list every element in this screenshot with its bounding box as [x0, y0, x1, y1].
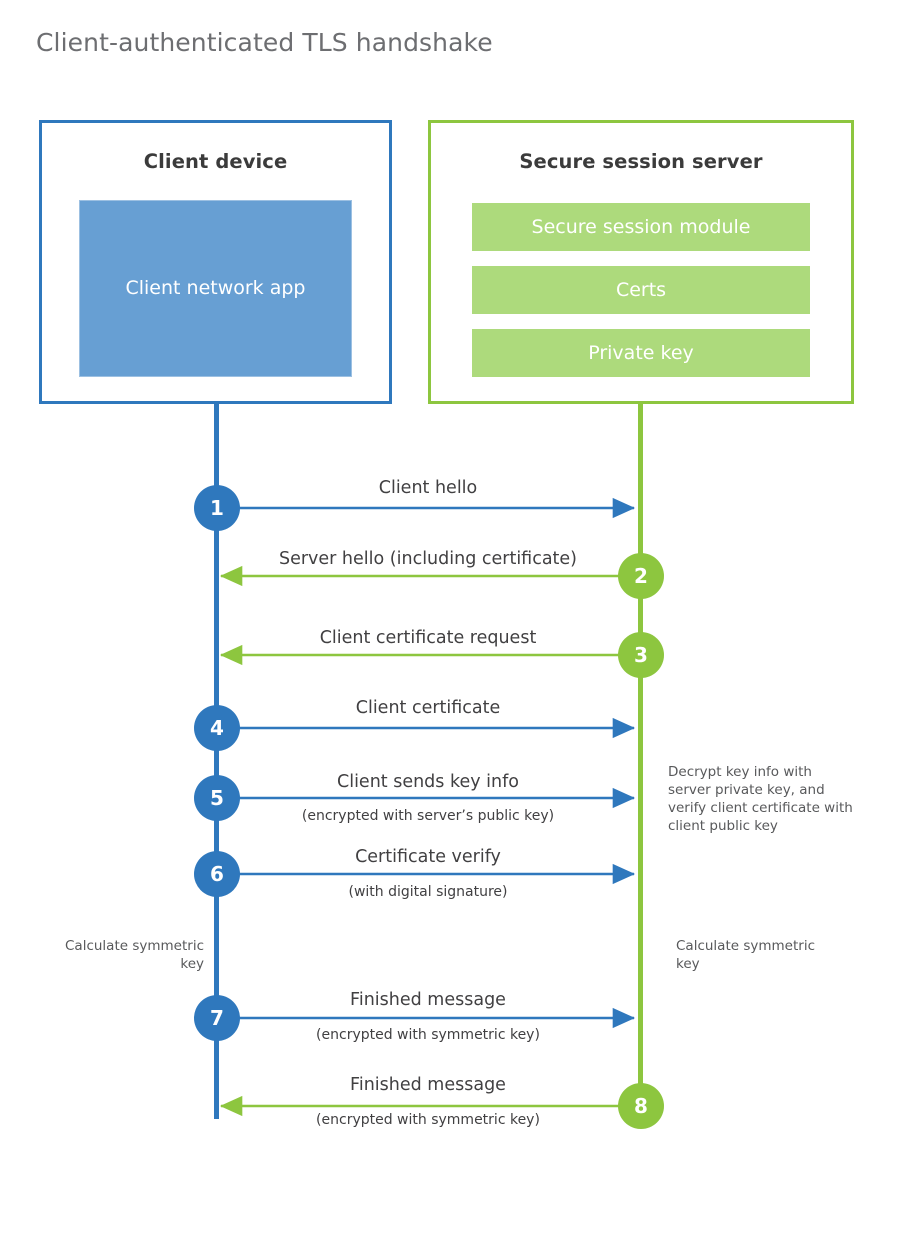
step-marker-1[interactable]: 1: [194, 485, 240, 531]
server-component-private-key: Private key: [472, 329, 810, 377]
step-marker-7[interactable]: 7: [194, 995, 240, 1041]
step-marker-2[interactable]: 2: [618, 553, 664, 599]
client-device-box: Client device Client network app: [39, 120, 392, 404]
message-label-6: Certificate verify: [355, 847, 501, 867]
secure-session-server-box: Secure session server Secure session mod…: [428, 120, 854, 404]
page-title: Client-authenticated TLS handshake: [36, 28, 493, 57]
client-lifeline: [214, 401, 219, 1119]
server-calculate-symmetric-key-annotation: Calculate symmetric key: [676, 938, 815, 972]
message-sublabel-8: (encrypted with symmetric key): [316, 1112, 540, 1128]
message-label-1: Client hello: [378, 478, 478, 498]
server-lifeline: [638, 401, 643, 1107]
message-label-3: Client certificate request: [319, 628, 537, 648]
server-component-certs: Certs: [472, 266, 810, 314]
client-calculate-symmetric-key-annotation: Calculate symmetric key: [65, 938, 204, 972]
message-label-2: Server hello (including certificate): [278, 549, 578, 569]
step-marker-3[interactable]: 3: [618, 632, 664, 678]
server-component-secure-session-module: Secure session module: [472, 203, 810, 251]
message-sublabel-5: (encrypted with server’s public key): [301, 808, 555, 824]
message-label-4: Client certificate: [355, 698, 501, 718]
step-marker-4[interactable]: 4: [194, 705, 240, 751]
message-label-8: Finished message: [350, 1075, 506, 1095]
step-marker-5[interactable]: 5: [194, 775, 240, 821]
message-label-7: Finished message: [350, 990, 506, 1010]
server-decrypt-annotation: Decrypt key info with server private key…: [668, 764, 853, 834]
message-sublabel-6: (with digital signature): [348, 884, 508, 900]
step-marker-6[interactable]: 6: [194, 851, 240, 897]
client-network-app-block: Client network app: [79, 200, 352, 377]
client-device-title: Client device: [143, 150, 288, 173]
message-label-5: Client sends key info: [336, 772, 519, 792]
secure-session-server-title: Secure session server: [519, 150, 763, 173]
message-sublabel-7: (encrypted with symmetric key): [316, 1027, 540, 1043]
step-marker-8[interactable]: 8: [618, 1083, 664, 1129]
